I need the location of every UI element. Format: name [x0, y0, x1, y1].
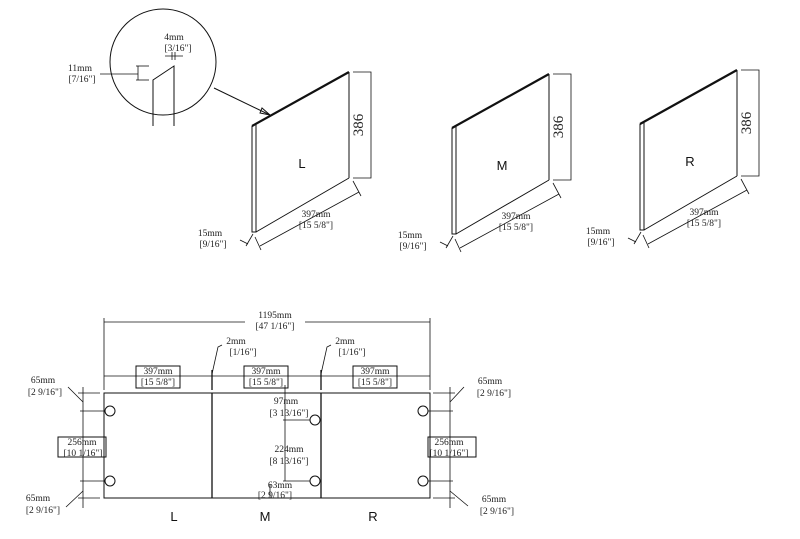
- seg-l-inch: [15 5/8"]: [141, 378, 175, 388]
- panel-width-label: 397mm: [689, 208, 719, 218]
- left-bottom-edge-label: 65mm: [26, 494, 51, 504]
- plan-label-r: R: [368, 509, 377, 524]
- gap-1-label: 2mm: [226, 337, 246, 347]
- hinge-hole: [417, 475, 429, 487]
- total-width-label: 1195mm: [258, 311, 292, 321]
- right-top-edge-label: 65mm: [478, 377, 503, 387]
- gap-1-inch: [1/16"]: [229, 348, 256, 358]
- plan-view: 1195mm [47 1/16"] 397mm [15 5/8"] 397mm …: [26, 311, 514, 524]
- seg-l-label: 397mm: [143, 367, 173, 377]
- right-bottom-edge-inch: [2 9/16"]: [480, 507, 514, 517]
- detail-gap-label: 4mm: [164, 33, 184, 43]
- mid-bottom-label: 63mm: [268, 481, 293, 491]
- right-span-label: 256mm: [434, 438, 464, 448]
- panel-width-label: 397mm: [301, 210, 331, 220]
- panel-width-inch: [15 5/8"]: [499, 223, 533, 233]
- panel-thickness-inch: [9/16"]: [199, 240, 226, 250]
- hinge-hole: [309, 414, 321, 426]
- left-top-edge-label: 65mm: [31, 376, 56, 386]
- seg-r-label: 397mm: [360, 367, 390, 377]
- seg-m-inch: [15 5/8"]: [249, 378, 283, 388]
- panel-thickness-inch: [9/16"]: [399, 242, 426, 252]
- detail-gap-inch: [3/16"]: [164, 44, 191, 54]
- panel-label: L: [298, 156, 305, 171]
- panel-height-label: 386: [351, 113, 367, 136]
- plan-label-m: M: [260, 509, 271, 524]
- hinge-hole: [309, 475, 321, 487]
- detail-bevel-inch: [7/16"]: [68, 75, 95, 85]
- panel-thickness-label: 15mm: [198, 229, 223, 239]
- panel-thickness-label: 15mm: [586, 227, 611, 237]
- panel-width-inch: [15 5/8"]: [299, 221, 333, 231]
- detail-bevel-label: 11mm: [68, 64, 93, 74]
- panel-thickness-inch: [9/16"]: [587, 238, 614, 248]
- panel-label: M: [497, 158, 508, 173]
- panel-height-label: 386: [551, 115, 567, 138]
- mid-bottom-inch: [2 9/16"]: [258, 491, 292, 501]
- panel-width-inch: [15 5/8"]: [687, 219, 721, 229]
- arrow-head-icon: [259, 107, 272, 116]
- seg-m-label: 397mm: [251, 367, 281, 377]
- plan-label-l: L: [170, 509, 177, 524]
- mid-top-label: 97mm: [274, 397, 299, 407]
- left-span-inch: [10 1/16"]: [64, 449, 103, 459]
- right-bottom-edge-label: 65mm: [482, 495, 507, 505]
- panel-thickness-label: 15mm: [398, 231, 423, 241]
- mid-span-label: 224mm: [274, 445, 304, 455]
- seg-r-inch: [15 5/8"]: [358, 378, 392, 388]
- left-bottom-edge-inch: [2 9/16"]: [26, 506, 60, 516]
- hinge-hole: [104, 405, 116, 417]
- right-top-edge-inch: [2 9/16"]: [477, 389, 511, 399]
- gap-2-inch: [1/16"]: [338, 348, 365, 358]
- left-top-edge-inch: [2 9/16"]: [28, 388, 62, 398]
- mid-span-inch: [8 13/16"]: [270, 457, 309, 467]
- left-span-label: 256mm: [67, 438, 97, 448]
- panel-width-label: 397mm: [501, 212, 531, 222]
- gap-2-label: 2mm: [335, 337, 355, 347]
- detail-callout: 4mm [3/16"] 11mm [7/16"]: [68, 8, 272, 126]
- hinge-hole: [417, 405, 429, 417]
- panel-label: R: [685, 154, 694, 169]
- mid-top-inch: [3 13/16"]: [270, 409, 309, 419]
- hinge-hole: [104, 475, 116, 487]
- total-width-inch: [47 1/16"]: [256, 322, 295, 332]
- right-span-inch: [10 1/16"]: [430, 449, 469, 459]
- panel-height-label: 386: [739, 111, 755, 134]
